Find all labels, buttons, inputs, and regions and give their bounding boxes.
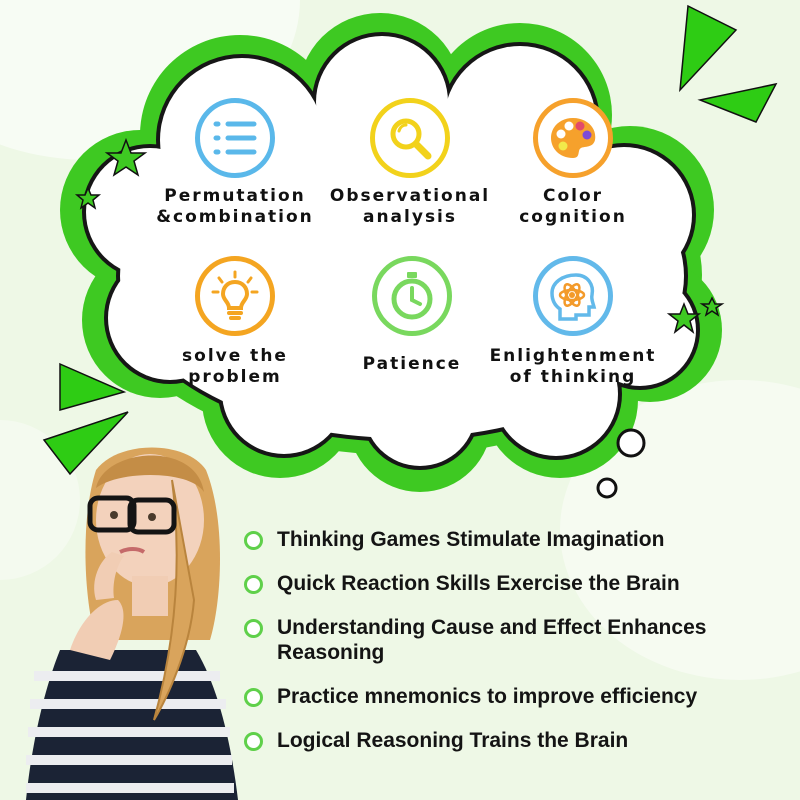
magnifier-icon: [390, 118, 432, 160]
skill-permutation: Permutation &combination: [150, 98, 320, 228]
benefit-item: Understanding Cause and Effect Enhances …: [244, 615, 792, 665]
skill-label: Patience: [362, 354, 462, 374]
star-decoration: [74, 137, 725, 334]
thought-bubble-dots: [596, 428, 646, 499]
circle-bullet-icon: [244, 619, 263, 638]
circle-bullet-icon: [244, 688, 263, 707]
skill-color-cognition: Color cognition: [488, 98, 658, 228]
thought-cloud: [60, 13, 722, 492]
skill-icon-ring: [195, 98, 275, 178]
benefit-item: Logical Reasoning Trains the Brain: [244, 728, 792, 753]
skill-label: solve the problem: [182, 346, 288, 387]
burst-decoration: [42, 4, 778, 476]
circle-bullet-icon: [244, 732, 263, 751]
skill-solve-problem: solve the problem: [150, 256, 320, 388]
circle-bullet-icon: [244, 531, 263, 550]
benefit-item: Thinking Games Stimulate Imagination: [244, 527, 792, 552]
thinking-girl-illustration: [26, 447, 238, 800]
lightbulb-icon: [211, 270, 259, 320]
skill-icon-ring: [370, 98, 450, 178]
palette-icon: [551, 118, 596, 158]
skill-label: Permutation &combination: [156, 186, 314, 227]
benefits-list: Thinking Games Stimulate Imagination Qui…: [244, 527, 792, 772]
skill-icon-ring: [372, 256, 452, 336]
skill-enlightenment: Enlightenment of thinking: [488, 256, 658, 388]
stopwatch-icon: [391, 272, 433, 320]
skill-icon-ring: [533, 256, 613, 336]
benefit-item: Practice mnemonics to improve efficiency: [244, 684, 792, 709]
skill-observational: Observational analysis: [325, 98, 495, 228]
skill-label: Color cognition: [519, 186, 627, 227]
skill-label: Observational analysis: [329, 186, 491, 227]
skill-icon-ring: [195, 256, 275, 336]
skill-icon-ring: [533, 98, 613, 178]
skill-patience: Patience: [327, 256, 497, 375]
benefit-item: Quick Reaction Skills Exercise the Brain: [244, 571, 792, 596]
circle-bullet-icon: [244, 575, 263, 594]
brain-atom-icon: [550, 273, 597, 321]
list-icon: [213, 121, 257, 155]
skill-label: Enlightenment of thinking: [489, 346, 657, 387]
